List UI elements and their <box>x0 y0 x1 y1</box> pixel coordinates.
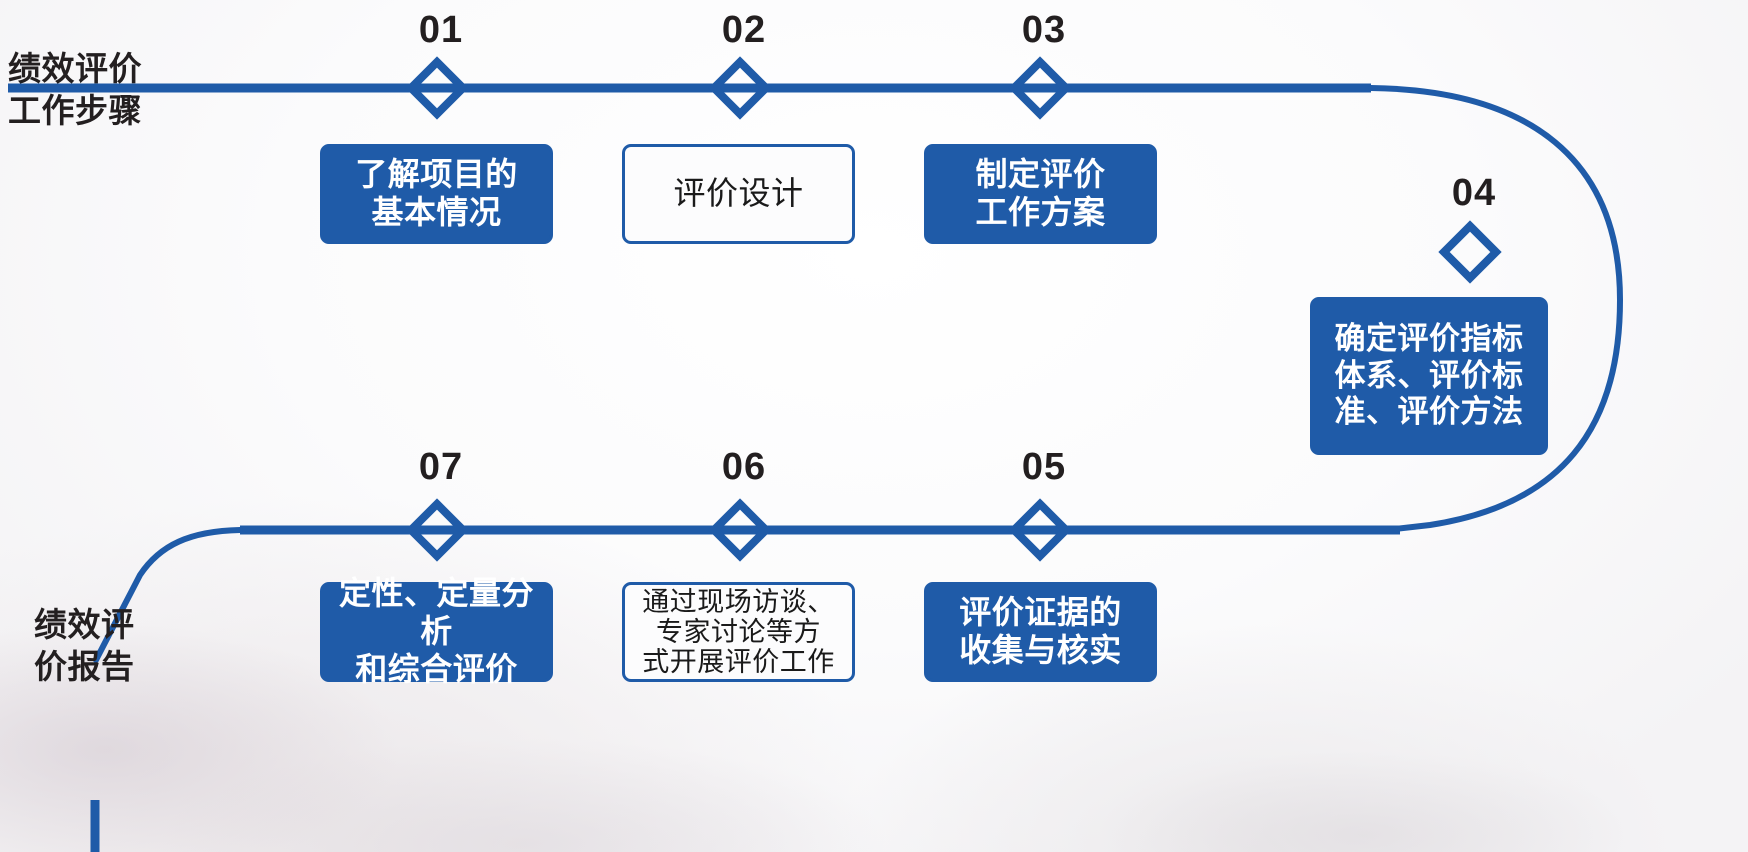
step-box-02[interactable]: 评价设计 <box>622 144 855 244</box>
step-box-07[interactable]: 定性、定量分析 和综合评价 <box>320 575 553 687</box>
step-number-07: 07 <box>418 446 464 488</box>
step-box-01[interactable]: 了解项目的 基本情况 <box>320 144 553 244</box>
step-number-02: 02 <box>721 9 767 51</box>
step-number-05: 05 <box>1021 446 1067 488</box>
diamond-marker-07 <box>405 498 469 562</box>
step-number-01: 01 <box>418 9 464 51</box>
step-box-06[interactable]: 通过现场访谈、 专家讨论等方 式开展评价工作 <box>622 582 855 682</box>
diamond-marker-06 <box>708 498 772 562</box>
section-title-bottom: 绩效评 价报告 <box>34 606 135 686</box>
left-curve-connector <box>93 527 243 663</box>
section-title-top: 绩效评价 工作步骤 <box>8 50 142 130</box>
step-box-05[interactable]: 评价证据的 收集与核实 <box>924 582 1157 682</box>
step-number-03: 03 <box>1021 9 1067 51</box>
diamond-marker-05 <box>1008 498 1072 562</box>
step-number-04: 04 <box>1451 172 1497 214</box>
step-number-06: 06 <box>721 446 767 488</box>
right-curve-connector <box>1368 85 1624 532</box>
diamond-marker-01 <box>405 56 469 120</box>
diamond-marker-02 <box>708 56 772 120</box>
step-box-03[interactable]: 制定评价 工作方案 <box>924 144 1157 244</box>
diamond-marker-03 <box>1008 56 1072 120</box>
diamond-marker-04 <box>1438 220 1502 284</box>
step-box-04[interactable]: 确定评价指标 体系、评价标 准、评价方法 <box>1310 297 1548 455</box>
